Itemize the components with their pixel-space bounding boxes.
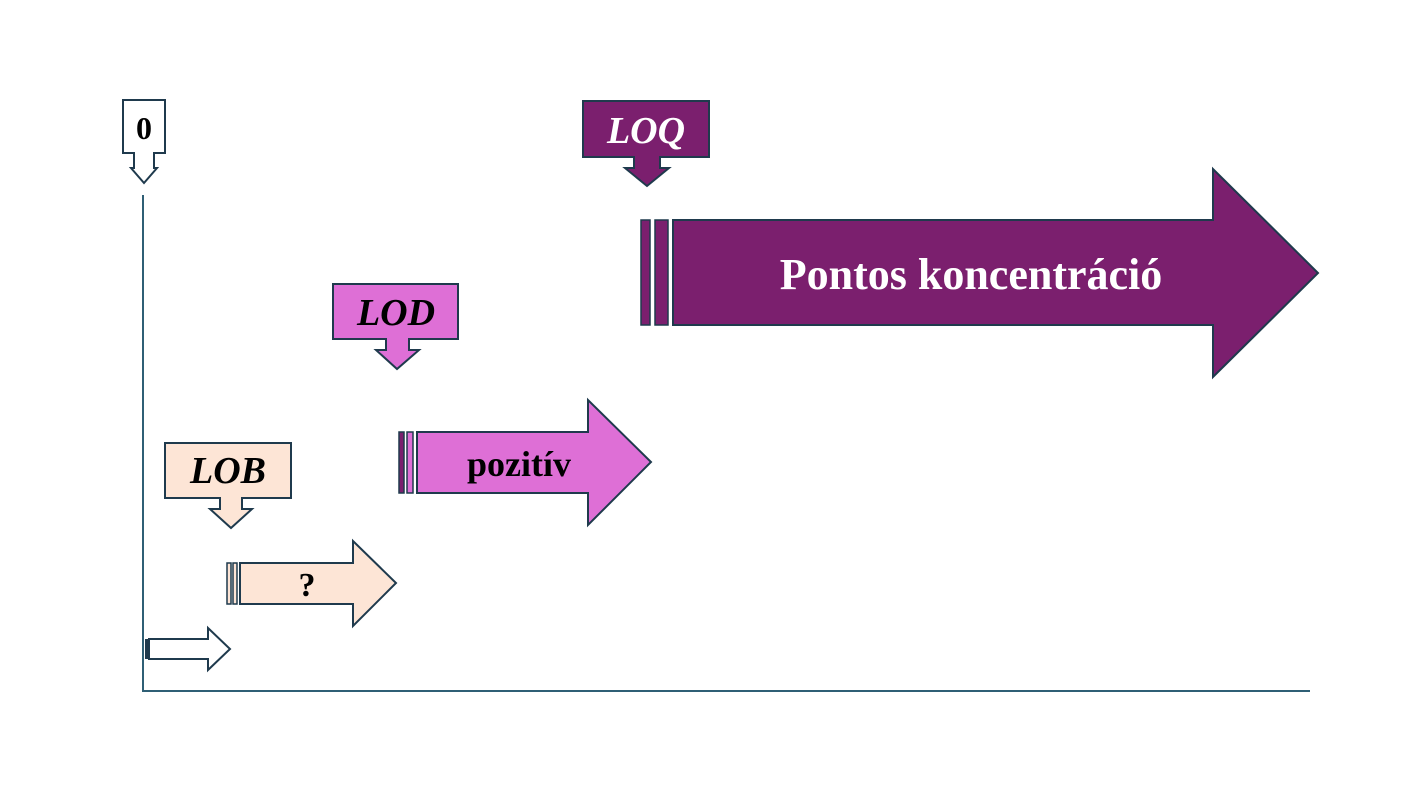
zero-marker: 0 bbox=[122, 99, 166, 185]
zero-callout-shape bbox=[122, 99, 166, 185]
blank-arrow-body bbox=[148, 625, 232, 673]
lob-label: LOB bbox=[189, 450, 266, 492]
lob-marker: LOB bbox=[164, 442, 292, 530]
lod-marker: LOD bbox=[332, 283, 459, 371]
lod-callout-shape bbox=[332, 283, 459, 371]
lod-label: LOD bbox=[356, 292, 435, 334]
loq-arrow-body bbox=[672, 166, 1320, 380]
loq-arrow-stripe-1 bbox=[640, 219, 651, 326]
loq-arrow-label: Pontos koncentráció bbox=[780, 250, 1163, 299]
lob-arrow: ? bbox=[226, 538, 398, 629]
lob-arrow-stripe-1 bbox=[226, 562, 232, 605]
blank-arrow bbox=[145, 625, 232, 673]
loq-callout-shape bbox=[582, 100, 710, 188]
axes bbox=[142, 195, 1310, 692]
loq-marker: LOQ bbox=[582, 100, 710, 188]
loq-arrow: Pontos koncentráció bbox=[640, 166, 1320, 380]
lod-arrow-stripe-2 bbox=[406, 431, 414, 494]
lod-arrow-label: pozitív bbox=[467, 444, 571, 484]
lod-arrow-body bbox=[416, 397, 653, 528]
lod-arrow-stripe-1 bbox=[398, 431, 405, 494]
loq-label: LOQ bbox=[606, 110, 685, 152]
lod-arrow: pozitív bbox=[398, 397, 653, 528]
lob-callout-shape bbox=[164, 442, 292, 530]
blank-arrow-stripe bbox=[145, 639, 148, 659]
zero-label: 0 bbox=[136, 110, 152, 146]
loq-arrow-stripe-2 bbox=[654, 219, 669, 326]
lob-arrow-label: ? bbox=[299, 567, 316, 604]
lob-arrow-body bbox=[239, 538, 398, 629]
lob-arrow-stripe-2 bbox=[232, 562, 238, 605]
